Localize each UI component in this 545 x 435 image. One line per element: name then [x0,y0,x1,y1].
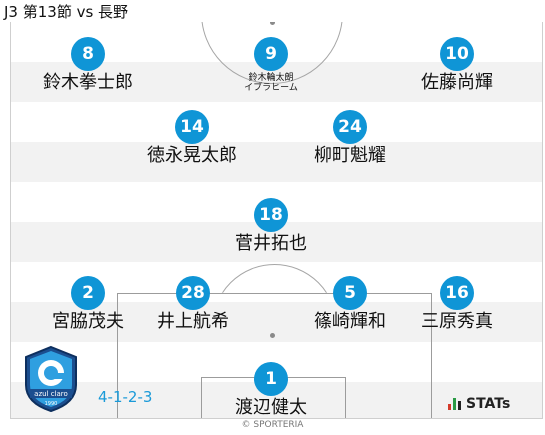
page-title: J3 第13節 vs 長野 [4,3,129,21]
svg-text:1990: 1990 [45,401,58,407]
penalty-spot [270,333,275,338]
credit-text: © SPORTERIA [241,420,304,430]
player-number: 8 [71,37,105,71]
player-number: 16 [440,276,474,310]
player-number: 28 [176,276,210,310]
stats-logo-icon [448,398,462,410]
player-name: 徳永晃太郎 [147,145,237,166]
player-name-line1: 鈴木輪太朗 [248,73,294,83]
player-number: 1 [254,362,288,396]
player-name: 三原秀真 [421,311,493,332]
player-number: 10 [440,37,474,71]
player-name: 井上航希 [157,311,229,332]
player-name: 渡辺健太 [235,397,307,418]
player-name: 佐藤尚輝 [421,72,493,93]
center-spot [270,22,275,25]
player-name: 篠崎輝和 [314,311,386,332]
formation-label: 4-1-2-3 [98,388,153,406]
team-logo-icon: azul claro 1990 [25,345,77,413]
player-number: 9 [254,37,288,71]
player-name: 宮脇茂夫 [52,311,124,332]
player-number: 5 [333,276,367,310]
stats-label: STATs [466,396,511,412]
player-number: 2 [71,276,105,310]
player-name: 柳町魁耀 [314,145,386,166]
player-name-line2: イブラヒーム [244,83,298,93]
stats-brand: STATs [448,396,510,412]
player-number: 18 [254,198,288,232]
penalty-area [117,293,432,418]
svg-text:azul claro: azul claro [34,390,68,398]
player-number: 14 [175,110,209,144]
player-name: 鈴木拳士郎 [43,72,133,93]
player-name: 菅井拓也 [235,233,307,254]
player-number: 24 [333,110,367,144]
